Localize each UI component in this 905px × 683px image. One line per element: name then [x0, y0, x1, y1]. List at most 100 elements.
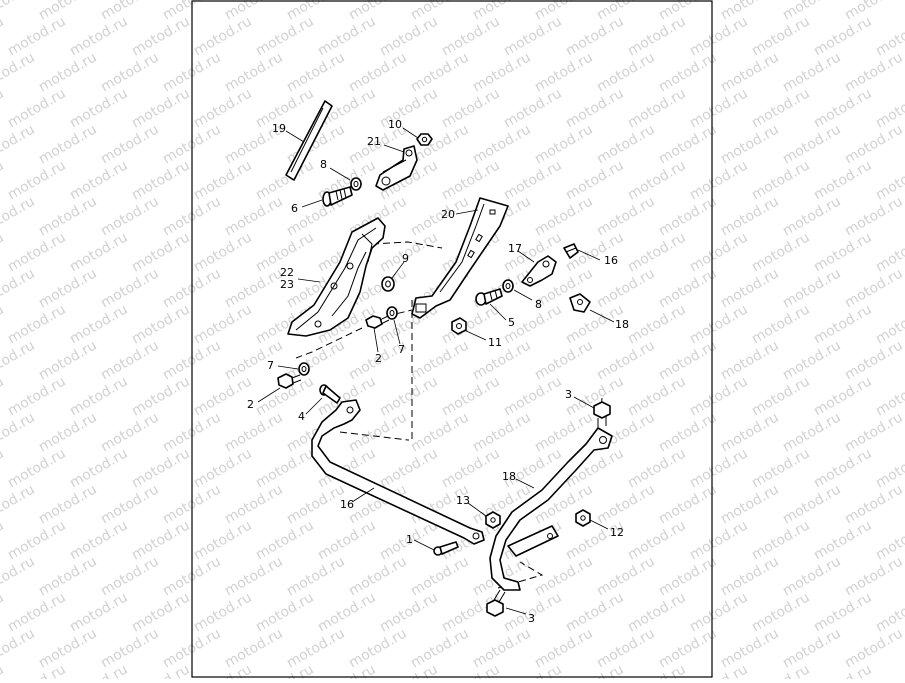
watermark-text: motod.ru [873, 229, 905, 275]
callout-8-right: 8 [535, 298, 542, 311]
watermark-text: motod.ru [687, 157, 751, 203]
watermark-text: motod.ru [5, 589, 69, 635]
watermark-text: motod.ru [656, 409, 720, 455]
watermark-text: motod.ru [253, 445, 317, 491]
watermark-text: motod.ru [656, 625, 720, 671]
watermark-text: motod.ru [284, 0, 348, 23]
watermark-text: motod.ru [811, 85, 875, 131]
watermark-text: motod.ru [811, 517, 875, 563]
watermark-text: motod.ru [470, 409, 534, 455]
callout-2-lower: 2 [247, 398, 254, 411]
part-clamp-15 [521, 255, 557, 287]
callout-18: 18 [615, 318, 629, 331]
watermark-text: motod.ru [687, 589, 751, 635]
callout-13: 13 [456, 494, 470, 507]
watermark-text: motod.ru [749, 13, 813, 59]
callout-10: 10 [388, 118, 402, 131]
watermark-text: motod.ru [0, 85, 7, 131]
watermark-text: motod.ru [718, 121, 782, 167]
watermark-text: motod.ru [749, 157, 813, 203]
watermark-text: motod.ru [253, 661, 317, 679]
callout-22: 22 [280, 266, 294, 279]
watermark-text: motod.ru [0, 157, 7, 203]
watermark-text: motod.ru [67, 517, 131, 563]
watermark-text: motod.ru [439, 373, 503, 419]
callout-12: 12 [610, 526, 624, 539]
watermark-text: motod.ru [284, 49, 348, 95]
watermark-text: motod.ru [0, 517, 7, 563]
watermark-text: motod.ru [594, 265, 658, 311]
watermark-text: motod.ru [346, 553, 410, 599]
watermark-text: motod.ru [749, 373, 813, 419]
watermark-text: motod.ru [98, 265, 162, 311]
watermark-text: motod.ru [656, 0, 720, 23]
watermark-text: motod.ru [98, 337, 162, 383]
watermark-text: motod.ru [129, 661, 193, 679]
callout-11: 11 [488, 336, 502, 349]
watermark-text: motod.ru [98, 625, 162, 671]
watermark-text: motod.ru [222, 481, 286, 527]
watermark-text: motod.ru [191, 445, 255, 491]
watermark-text: motod.ru [439, 157, 503, 203]
watermark-text: motod.ru [501, 85, 565, 131]
part-washer-8b [502, 279, 514, 293]
watermark-text: motod.ru [36, 553, 100, 599]
watermark-text: motod.ru [718, 625, 782, 671]
watermark-text: motod.ru [129, 85, 193, 131]
watermark-text: motod.ru [470, 49, 534, 95]
watermark-text: motod.ru [842, 49, 905, 95]
watermark-text: motod.ru [67, 13, 131, 59]
watermark-text: motod.ru [718, 0, 782, 23]
watermark-text: motod.ru [98, 193, 162, 239]
watermark-text: motod.ru [5, 661, 69, 679]
part-bracket-small [375, 145, 418, 191]
watermark-text: motod.ru [625, 157, 689, 203]
watermark-text: motod.ru [129, 445, 193, 491]
watermark-text: motod.ru [656, 553, 720, 599]
callout-7-lower: 7 [267, 359, 274, 372]
part-bolt-3a [593, 401, 611, 428]
part-bolt-2b [277, 373, 302, 389]
watermark-text: motod.ru [687, 13, 751, 59]
watermark-text: motod.ru [532, 625, 596, 671]
part-rod-17 [489, 427, 613, 591]
watermark-text: motod.ru [67, 589, 131, 635]
watermark-text: motod.ru [129, 517, 193, 563]
watermark-text: motod.ru [0, 265, 38, 311]
watermark-text: motod.ru [656, 193, 720, 239]
watermark-text: motod.ru [0, 0, 38, 23]
watermark-text: motod.ru [98, 553, 162, 599]
watermark-text: motod.ru [67, 445, 131, 491]
watermark-text: motod.ru [0, 121, 38, 167]
watermark-text: motod.ru [842, 625, 905, 671]
watermark-text: motod.ru [687, 301, 751, 347]
watermark-text: motod.ru [811, 445, 875, 491]
watermark-text: motod.ru [284, 337, 348, 383]
watermark-text: motod.ru [346, 0, 410, 23]
watermark-text: motod.ru [563, 661, 627, 679]
watermark-text: motod.ru [718, 265, 782, 311]
callout-23: 23 [280, 278, 294, 291]
watermark-text: motod.ru [749, 589, 813, 635]
watermark-text: motod.ru [625, 85, 689, 131]
watermark-text: motod.ru [749, 517, 813, 563]
part-mount-plate [287, 217, 386, 337]
part-washer-9 [381, 276, 395, 292]
watermark-text: motod.ru [842, 337, 905, 383]
watermark-text: motod.ru [0, 337, 38, 383]
watermark-text: motod.ru [873, 157, 905, 203]
watermark-text: motod.ru [625, 445, 689, 491]
watermark-text: motod.ru [67, 661, 131, 679]
watermark-text: motod.ru [36, 121, 100, 167]
watermark-text: motod.ru [98, 49, 162, 95]
watermark-text: motod.ru [377, 13, 441, 59]
callout-1: 1 [406, 533, 413, 546]
watermark-text: motod.ru [625, 661, 689, 679]
assembly-lines [295, 241, 603, 589]
watermark-text: motod.ru [129, 157, 193, 203]
watermark-text: motod.ru [36, 0, 100, 23]
watermark-text: motod.ru [439, 445, 503, 491]
watermark-text: motod.ru [594, 0, 658, 23]
watermark-text: motod.ru [222, 193, 286, 239]
